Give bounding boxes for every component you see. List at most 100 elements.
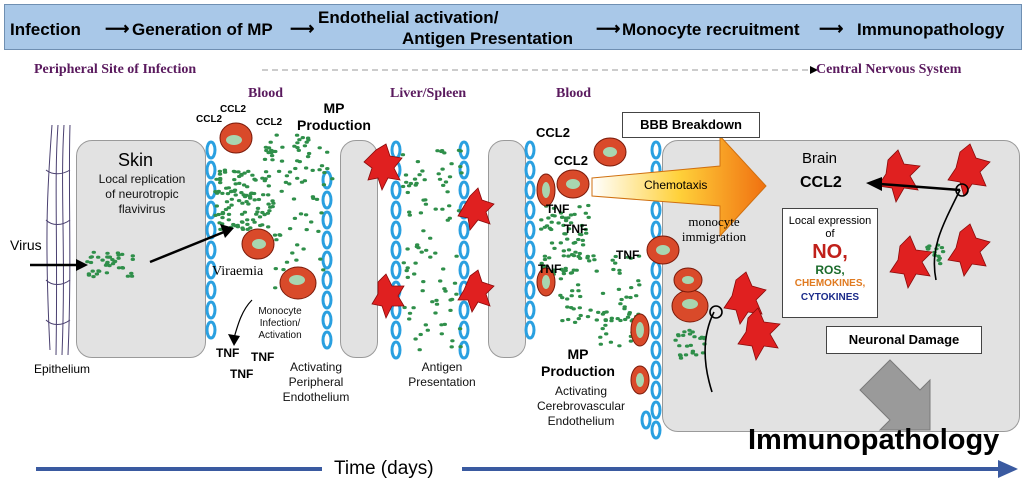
mp-dot (565, 237, 570, 241)
blood-left-label: Blood (248, 86, 284, 101)
mp-dot (255, 210, 260, 214)
mp-dot (407, 311, 413, 315)
vessel-cell (390, 320, 402, 340)
mp-dot (694, 353, 699, 357)
mp-dot (298, 212, 304, 216)
ccl2-label: CCL2 (220, 104, 247, 115)
vessel-cell (205, 320, 217, 340)
mp-dot (547, 256, 552, 260)
mp-dot (625, 255, 631, 259)
mp-dot (587, 259, 592, 263)
mp-dot (242, 210, 248, 214)
mp-dot (321, 268, 326, 272)
mp-dot (570, 289, 575, 293)
mp-dot (439, 149, 445, 153)
mp-dot (603, 323, 608, 327)
mp-dot (260, 176, 265, 180)
mp-dot (233, 182, 238, 186)
mp-dot (617, 344, 622, 348)
mp-dot (434, 302, 440, 306)
mp-dot (442, 322, 447, 326)
mp-dot (926, 247, 931, 251)
mp-dot (105, 260, 110, 264)
mp-dot (129, 271, 134, 275)
vessel-cell (524, 320, 536, 340)
mp-dot (406, 184, 412, 188)
vessel-cell (524, 180, 536, 200)
mp-dot (274, 238, 279, 242)
mp-dot (279, 159, 285, 163)
mp-dot (317, 146, 322, 150)
mp-dot (248, 196, 253, 200)
mp-dot (220, 210, 226, 215)
mp-dot (636, 279, 641, 283)
stage-immunopathology: Immunopathology (857, 20, 1005, 39)
mp-dot (624, 295, 629, 299)
vessel-cell (321, 210, 333, 230)
mp-dot (563, 266, 568, 270)
mp-dot (628, 339, 634, 343)
mp-dot (246, 202, 251, 206)
mp-dot (414, 245, 420, 249)
mp-dot (401, 261, 406, 265)
vessel-cell (524, 300, 536, 320)
damage-arrow (859, 359, 931, 431)
mp-dot (568, 271, 574, 275)
stage-infection: Infection (10, 20, 81, 39)
vessel-cell (205, 200, 217, 220)
mp-dot (556, 221, 561, 225)
mp-dot (240, 201, 245, 205)
mp-dot (407, 317, 412, 321)
vessel-cell (390, 180, 402, 200)
vessel-cell (390, 260, 402, 280)
mp-dot (229, 189, 234, 193)
mp-dot (417, 348, 422, 352)
mp-dot (246, 169, 251, 173)
mp-dot (437, 177, 443, 181)
mp-dot (610, 258, 615, 262)
mp-dot (214, 191, 220, 195)
mp-dot (270, 158, 275, 162)
mp-dot (330, 177, 335, 181)
mp-dot (297, 138, 302, 142)
local-expression-box: Local expression of NO, ROS, CHEMOKINES,… (782, 208, 878, 318)
mp-dot (229, 197, 234, 201)
viraemia-label: Viraemia (212, 264, 264, 279)
mp-dot (676, 334, 681, 338)
mp-dot (263, 170, 269, 174)
mp-dot (237, 181, 242, 185)
mp-dot (551, 206, 557, 210)
mp-dot (310, 168, 315, 172)
mp-dot (452, 281, 458, 285)
mp-dot (561, 223, 566, 227)
time-axis (36, 460, 1018, 478)
mp-dot (419, 250, 424, 254)
mp-dot (274, 133, 279, 137)
mp-dot (302, 144, 308, 148)
peripheral-site-label: Peripheral Site of Infection (34, 62, 197, 77)
chemokines-label: CHEMOKINES, (794, 278, 866, 289)
cns-label: Central Nervous System (816, 62, 962, 77)
mp-dot (86, 273, 92, 277)
mp-dot (683, 353, 689, 357)
mp-dot (576, 317, 581, 321)
mp-dot (613, 261, 618, 265)
mp-dot (322, 171, 327, 175)
vessel-cell (321, 250, 333, 270)
vessel-cell (650, 400, 662, 420)
mp-dot (576, 237, 581, 242)
virus-label: Virus (10, 237, 42, 253)
mp-dot (407, 210, 412, 214)
mp-dot (233, 193, 238, 197)
mp-dot (577, 306, 582, 310)
mp-dot (287, 182, 292, 186)
mp-dot (547, 226, 552, 230)
local-expression-label: Local expression of (788, 215, 872, 240)
mp-dot (592, 258, 597, 262)
mp-dot (252, 220, 257, 224)
mp-dot (305, 136, 311, 140)
mp-dot (927, 244, 932, 248)
mp-dot (262, 179, 267, 183)
mp-dot (262, 157, 268, 161)
mp-dot (94, 272, 100, 276)
